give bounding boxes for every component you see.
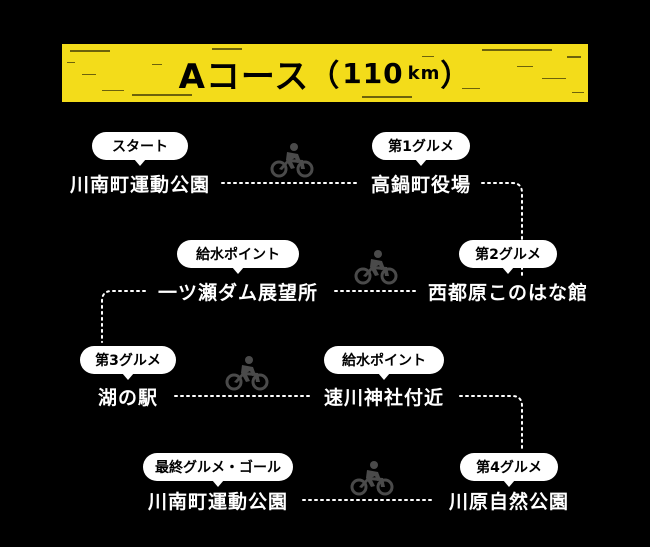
route-segment-6 [459, 395, 523, 451]
stop-tag: 第4グルメ [460, 453, 558, 487]
stop-name: 速川神社付近 [323, 387, 445, 409]
stop-name: 湖の駅 [97, 387, 159, 409]
stop-tag: 第2グルメ [459, 240, 557, 274]
cyclist-icon [354, 250, 398, 285]
course-name: Aコース [178, 56, 310, 97]
stop-name: 西都原このはな館 [427, 282, 589, 304]
stop-name: 一ツ瀬ダム展望所 [157, 282, 319, 304]
stop-tag: 第3グルメ [80, 346, 176, 380]
stop-name: 川南町運動公園 [69, 174, 211, 196]
stop-name: 川南町運動公園 [147, 491, 289, 513]
cyclist-icon [350, 461, 394, 496]
stop-tag: 給水ポイント [324, 346, 444, 380]
course-distance: 110 [342, 56, 404, 90]
stop-tag: 給水ポイント [177, 240, 299, 274]
route-segment-2 [481, 182, 523, 276]
route-segment-4 [101, 290, 146, 343]
stop-name: 川原自然公園 [448, 491, 570, 513]
stop-name: 高鍋町役場 [370, 174, 472, 196]
stop-tag: 第1グルメ [372, 132, 470, 166]
cyclist-icon [270, 143, 314, 178]
course-distance-unit: km [407, 62, 441, 84]
stop-tag: スタート [92, 132, 188, 166]
cyclist-icon [225, 356, 269, 391]
stop-tag: 最終グルメ・ゴール [143, 453, 293, 487]
title-close-paren: ） [440, 59, 472, 94]
title-open-paren: （ [309, 59, 341, 94]
banner-texture [67, 48, 584, 98]
